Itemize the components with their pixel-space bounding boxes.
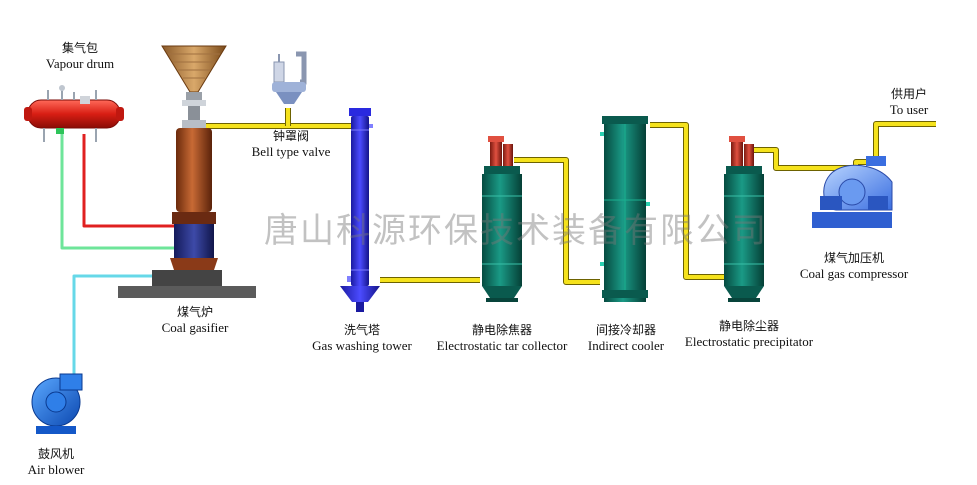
user-label: 供用户 To user (878, 86, 940, 118)
bell-valve-icon (272, 51, 307, 104)
bell-valve-label-en: Bell type valve (251, 144, 331, 159)
air-blower-icon (31, 373, 83, 434)
company-watermark: 唐山科源环保技术装备有限公司 (264, 211, 768, 251)
indirect-cooler-icon (600, 116, 650, 302)
compressor-label: 煤气加压机 Coal gas compressor (786, 250, 922, 282)
tar-collector-label: 静电除焦器 Electrostatic tar collector (428, 322, 576, 354)
washing-tower-label-en: Gas washing tower (312, 338, 412, 353)
precipitator-icon (724, 136, 764, 302)
compressor-label-zh: 煤气加压机 (823, 251, 884, 265)
air-pipe-cyan (72, 274, 160, 388)
vapour-drum-icon (24, 85, 124, 142)
return-pipe-green (60, 134, 178, 250)
precipitator-label: 静电除尘器 Electrostatic precipitator (674, 318, 824, 350)
precipitator-label-zh: 静电除尘器 (718, 319, 779, 333)
steam-pipe-red (82, 134, 178, 228)
gasifier-label: 煤气炉 Coal gasifier (140, 304, 250, 336)
gasifier-label-en: Coal gasifier (161, 320, 229, 335)
vapour-drum-label-zh: 集气包 (61, 41, 98, 55)
gasifier-label-zh: 煤气炉 (176, 305, 213, 319)
pipe-network (60, 108, 936, 388)
air-blower-label-en: Air blower (27, 462, 85, 477)
washing-tower-label: 洗气塔 Gas washing tower (300, 322, 424, 354)
compressor-label-en: Coal gas compressor (799, 266, 909, 281)
indirect-cooler-label: 间接冷却器 Indirect cooler (574, 322, 678, 354)
user-label-zh: 供用户 (890, 87, 927, 101)
tar-collector-icon (482, 136, 522, 302)
air-blower-label-zh: 鼓风机 (37, 447, 74, 461)
indirect-cooler-label-zh: 间接冷却器 (595, 323, 656, 337)
vapour-drum-label-en: Vapour drum (45, 56, 115, 71)
washing-tower-icon (340, 108, 380, 312)
precipitator-label-en: Electrostatic precipitator (684, 334, 814, 349)
vapour-drum-label: 集气包 Vapour drum (30, 40, 130, 72)
air-blower-label: 鼓风机 Air blower (16, 446, 96, 478)
coal-gasifier-icon (118, 45, 256, 298)
compressor-icon (812, 156, 893, 228)
washing-tower-label-zh: 洗气塔 (343, 323, 380, 337)
user-label-en: To user (889, 102, 929, 117)
bell-valve-label: 钟罩阀 Bell type valve (236, 128, 346, 160)
tar-collector-label-en: Electrostatic tar collector (436, 338, 568, 353)
bell-valve-label-zh: 钟罩阀 (272, 129, 309, 143)
indirect-cooler-label-en: Indirect cooler (587, 338, 665, 353)
gas-pipe-to-user (873, 121, 936, 158)
tar-collector-label-zh: 静电除焦器 (471, 323, 532, 337)
